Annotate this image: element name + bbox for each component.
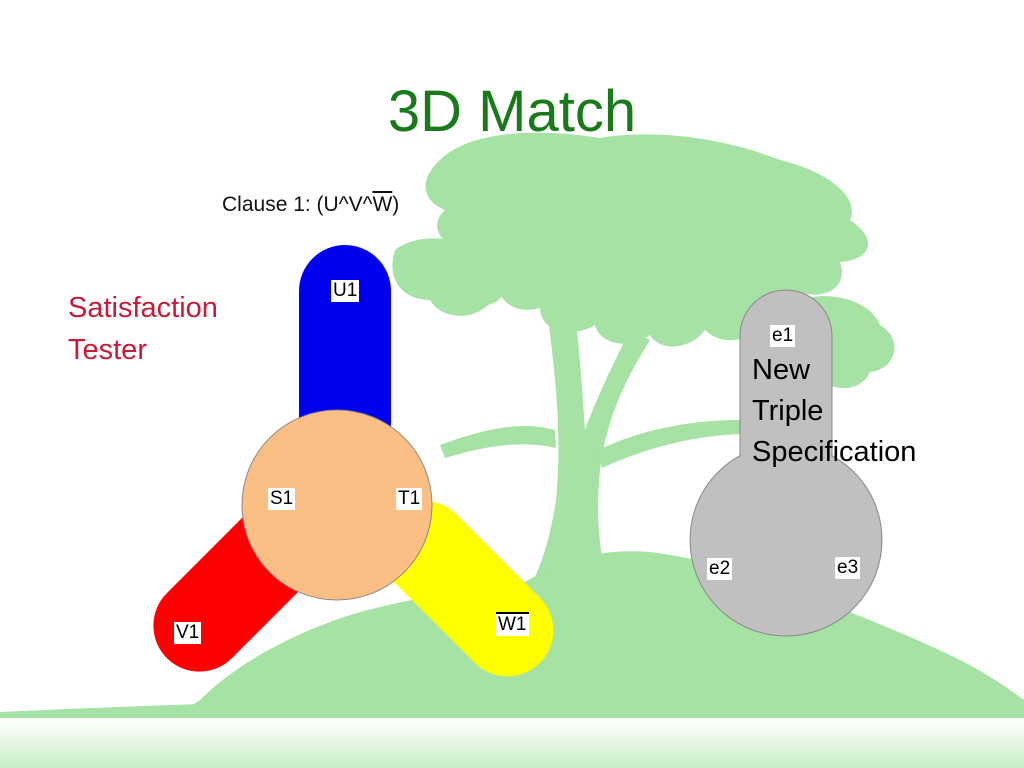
tag-e2: e2: [707, 558, 733, 580]
tree-branch-left: [440, 425, 556, 458]
new-triple-line1: New: [752, 354, 811, 386]
tag-e3: e3: [835, 557, 861, 579]
new-triple-line3: Specification: [752, 436, 917, 468]
hub-circle: [241, 409, 433, 601]
tag-s1: S1: [268, 488, 296, 510]
tag-u1: U1: [331, 280, 360, 302]
tree-canopy: [425, 132, 869, 347]
clause-negated-literal: W: [372, 193, 393, 216]
tag-w1: W1: [496, 612, 529, 636]
tree-branch-right: [598, 420, 740, 468]
satisfaction-tester-line2: Tester: [68, 334, 147, 366]
tag-t1: T1: [396, 488, 423, 510]
tag-e1: e1: [770, 325, 796, 347]
triple-specification-gadget: [689, 289, 883, 637]
new-triple-label: New Triple Specification: [752, 350, 916, 473]
floor-gradient: [0, 718, 1024, 768]
clause-suffix: ): [392, 193, 400, 216]
new-triple-line2: Triple: [752, 395, 824, 427]
satisfaction-tester-label: Satisfaction Tester: [68, 287, 218, 371]
slide-title: 3D Match: [387, 79, 637, 144]
gadget-seam-cover: [741, 430, 831, 490]
clause-expression: Clause 1: (U^V^W): [222, 193, 399, 217]
clause-prefix: Clause 1: (U^V^: [222, 193, 373, 216]
tree-trunk: [525, 318, 650, 600]
tag-v1: V1: [174, 622, 202, 644]
tree-canopy-left: [392, 238, 507, 316]
satisfaction-tester-line1: Satisfaction: [68, 292, 218, 324]
